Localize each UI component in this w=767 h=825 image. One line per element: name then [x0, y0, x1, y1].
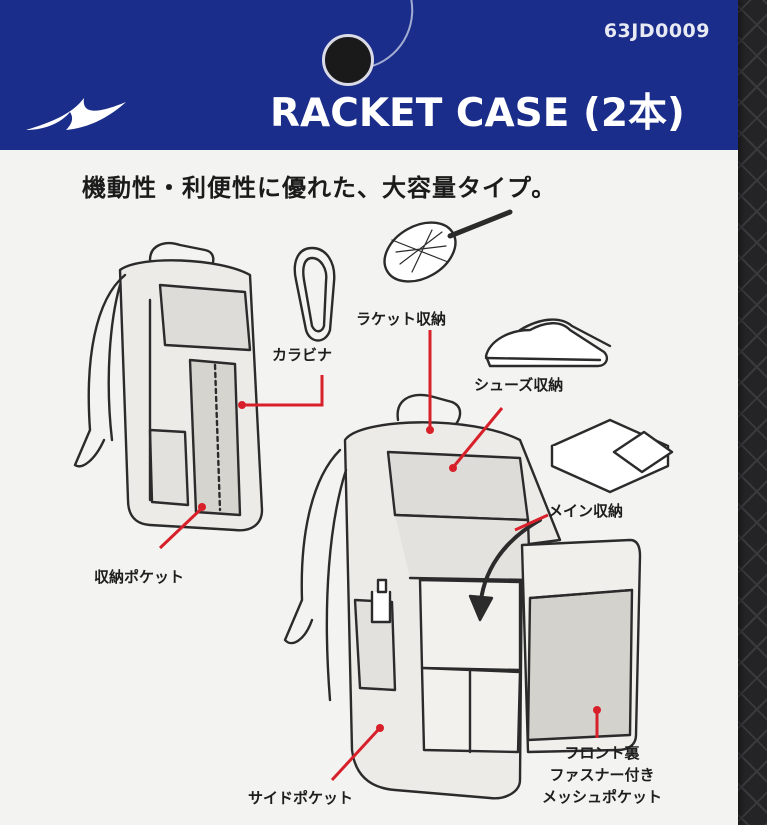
carabiner-icon — [293, 246, 336, 342]
racket-icon — [383, 209, 513, 283]
product-code: 63JD0009 — [603, 20, 710, 42]
label-side-pocket: サイドポケット — [248, 789, 354, 807]
product-title: RACKET CASE (2本) — [270, 91, 685, 136]
small-backpack-drawing — [73, 241, 264, 532]
product-subtitle: 機動性・利便性に優れた、大容量タイプ。 — [82, 174, 557, 202]
tag-header: 63JD0009 RACKET CASE (2本) — [0, 0, 738, 150]
label-main-storage: メイン収納 — [548, 502, 624, 520]
clothes-icon — [550, 418, 674, 494]
large-backpack-drawing — [283, 393, 642, 800]
callout-lines — [158, 330, 601, 782]
label-shoes-storage: シューズ収納 — [474, 376, 564, 394]
mizuno-logo — [26, 98, 126, 130]
label-front-mesh-pocket: フロント裏 ファスナー付き メッシュポケット — [541, 744, 662, 806]
shoes-icon — [484, 318, 612, 368]
backpack-illustration — [73, 209, 674, 800]
label-storage-pocket: 収納ポケット — [94, 568, 185, 586]
product-tag-card: 63JD0009 RACKET CASE (2本) 機動性・利便性に優れた、大容… — [0, 0, 738, 825]
hang-hole — [322, 34, 374, 86]
label-carabiner: カラビナ — [272, 346, 333, 364]
label-racket-storage: ラケット収納 — [356, 310, 447, 328]
